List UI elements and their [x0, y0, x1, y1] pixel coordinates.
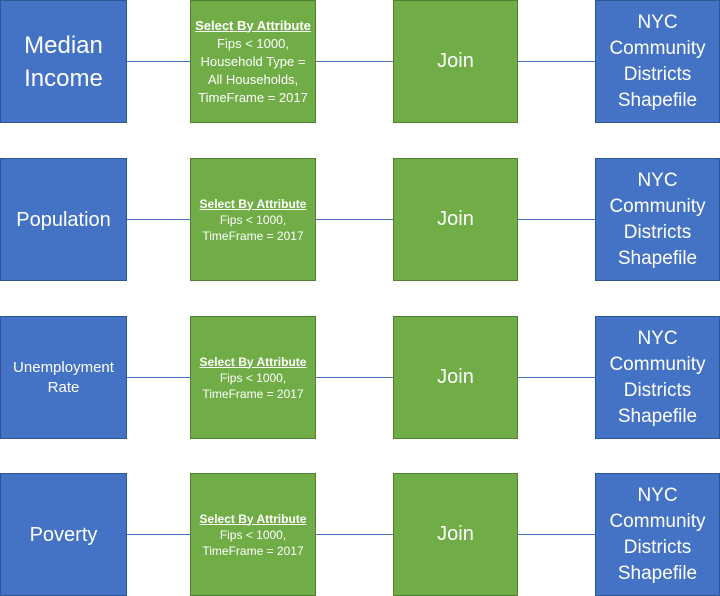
select-condition: Fips < 1000, [219, 527, 287, 542]
shapefile-box: NYC Community Districts Shapefile [595, 316, 720, 439]
shapefile-label-line: NYC [637, 484, 678, 506]
source-label-line: Poverty [29, 523, 98, 546]
join-box: Join [393, 158, 518, 281]
shapefile-label-line: Shapefile [617, 89, 698, 111]
connector-line [518, 377, 595, 378]
shapefile-label-line: Districts [623, 221, 692, 243]
source-label-line: Income [24, 64, 103, 92]
select-title: Select By Attribute [199, 196, 307, 211]
source-box-unemployment-rate: Unemployment Rate [0, 316, 127, 439]
select-by-attribute-box: Select By Attribute Fips < 1000, TimeFra… [190, 473, 316, 596]
shapefile-label-line: Districts [623, 379, 692, 401]
shapefile-box: NYC Community Districts Shapefile [595, 473, 720, 596]
source-label-line: Rate [47, 378, 80, 396]
shapefile-label-line: Community [609, 195, 706, 217]
select-title: Select By Attribute [199, 511, 307, 526]
workflow-row-median-income: Median Income Select By Attribute Fips <… [0, 0, 720, 123]
workflow-row-poverty: Poverty Select By Attribute Fips < 1000,… [0, 473, 720, 596]
select-condition: TimeFrame = 2017 [202, 386, 304, 401]
select-condition: TimeFrame = 2017 [198, 89, 308, 105]
shapefile-label-line: Districts [623, 536, 692, 558]
select-title: Select By Attribute [195, 17, 311, 33]
source-box-poverty: Poverty [0, 473, 127, 596]
join-box: Join [393, 316, 518, 439]
shapefile-box: NYC Community Districts Shapefile [595, 0, 720, 123]
connector-line [518, 219, 595, 220]
join-label: Join [437, 50, 474, 72]
select-by-attribute-box: Select By Attribute Fips < 1000, Househo… [190, 0, 316, 123]
select-title: Select By Attribute [199, 354, 307, 369]
connector-line [127, 534, 190, 535]
workflow-row-population: Population Select By Attribute Fips < 10… [0, 158, 720, 281]
source-label-line: Median [24, 31, 103, 59]
select-condition: Household Type = [200, 53, 306, 69]
shapefile-label-line: NYC [637, 11, 678, 33]
shapefile-label-line: Shapefile [617, 247, 698, 269]
select-by-attribute-box: Select By Attribute Fips < 1000, TimeFra… [190, 316, 316, 439]
select-condition: Fips < 1000, [219, 370, 287, 385]
shapefile-box: NYC Community Districts Shapefile [595, 158, 720, 281]
select-by-attribute-box: Select By Attribute Fips < 1000, TimeFra… [190, 158, 316, 281]
source-label-line: Population [16, 208, 111, 231]
connector-line [316, 219, 393, 220]
select-condition: TimeFrame = 2017 [202, 543, 304, 558]
shapefile-label-line: Community [609, 37, 706, 59]
shapefile-label-line: Community [609, 510, 706, 532]
shapefile-label-line: Districts [623, 63, 692, 85]
shapefile-label-line: Community [609, 353, 706, 375]
join-label: Join [437, 366, 474, 388]
shapefile-label-line: NYC [637, 327, 678, 349]
join-box: Join [393, 0, 518, 123]
connector-line [127, 61, 190, 62]
source-box-population: Population [0, 158, 127, 281]
join-label: Join [437, 208, 474, 230]
source-box-median-income: Median Income [0, 0, 127, 123]
select-condition: TimeFrame = 2017 [202, 228, 304, 243]
connector-line [316, 61, 393, 62]
connector-line [316, 534, 393, 535]
shapefile-label-line: Shapefile [617, 562, 698, 584]
connector-line [518, 534, 595, 535]
connector-line [127, 377, 190, 378]
connector-line [127, 219, 190, 220]
shapefile-label-line: NYC [637, 169, 678, 191]
select-condition: Fips < 1000, [219, 212, 287, 227]
source-label-line: Unemployment [13, 358, 114, 376]
join-box: Join [393, 473, 518, 596]
shapefile-label-line: Shapefile [617, 405, 698, 427]
join-label: Join [437, 523, 474, 545]
workflow-row-unemployment-rate: Unemployment Rate Select By Attribute Fi… [0, 316, 720, 439]
select-condition: Fips < 1000, [217, 35, 289, 51]
connector-line [518, 61, 595, 62]
select-condition: All Households, [207, 71, 299, 87]
connector-line [316, 377, 393, 378]
